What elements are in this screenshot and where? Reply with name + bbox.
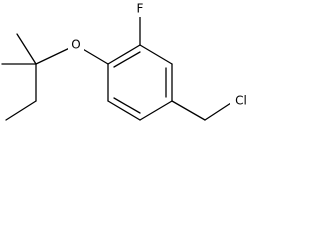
fluorine-atom-label: F <box>137 2 144 16</box>
chlorine-atom-label: Cl <box>235 94 247 108</box>
ring-bond-c4-c5 <box>139 100 173 121</box>
ring-double-bond-c5-c6 <box>113 97 141 114</box>
ring-bond-c5-c6 <box>107 100 141 121</box>
bond-methyl-up <box>16 33 37 65</box>
ring-double-bond-c1-c2 <box>113 51 141 68</box>
oxygen-label-mask <box>68 36 84 54</box>
ring-bond-c2-c3 <box>139 44 173 65</box>
chemical-structure-diagram: F O Cl <box>1 1 252 121</box>
fluorine-label-mask <box>133 1 147 17</box>
bond-ethyl-ch3 <box>5 100 37 121</box>
chlorine-label-mask <box>230 92 252 110</box>
bond-ch2-chlorine <box>204 102 232 121</box>
oxygen-atom-label: O <box>71 38 80 52</box>
ring-bond-c1-c2 <box>107 44 141 65</box>
bond-c4-ch2 <box>171 100 206 121</box>
